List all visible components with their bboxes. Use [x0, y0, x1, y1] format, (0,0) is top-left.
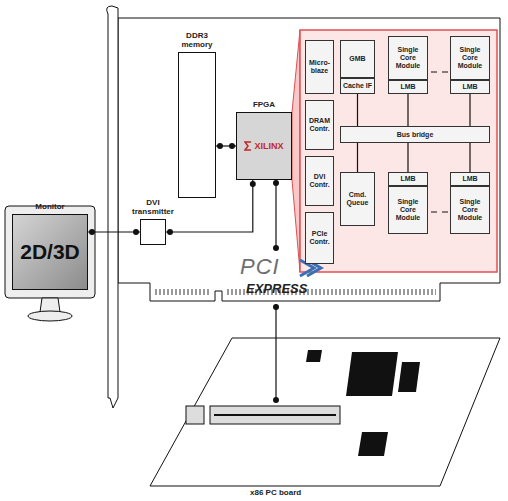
dvi-transmitter: DVI transmitter — [140, 219, 166, 245]
connector — [469, 143, 470, 172]
bus-bridge: Bus bridge — [340, 126, 490, 143]
controller-block: Micro-blaze — [305, 40, 334, 94]
node-label: DRAM Contr. — [307, 117, 332, 132]
board-slot — [186, 406, 204, 424]
bus-block: LMB — [388, 80, 428, 94]
controller-block: PCIe Contr. — [305, 212, 334, 264]
node-label: GMB — [349, 55, 365, 63]
bus-block: LMB — [450, 172, 490, 186]
node-label: LMB — [462, 83, 477, 91]
node-label: LMB — [462, 175, 477, 183]
node-heading: DDR3 memory — [177, 31, 217, 49]
node-label: Single Core Module — [452, 198, 488, 221]
node-label: LMB — [400, 175, 415, 183]
node-label: Micro-blaze — [307, 59, 332, 74]
core-module: Single Core Module — [450, 36, 490, 80]
connector — [469, 94, 470, 126]
controller-block: DVI Contr. — [305, 156, 334, 206]
memory-module: DDR3 memory — [178, 52, 216, 198]
board-label: x86 PC board — [250, 488, 301, 497]
chip — [346, 352, 398, 396]
link-dot — [273, 180, 279, 186]
core-module: Single Core Module — [388, 186, 428, 234]
link-dot — [273, 304, 279, 310]
node-label: DVI Contr. — [307, 173, 332, 188]
node-label: Single Core Module — [452, 46, 488, 69]
pci-logo-text: EXPRESS — [246, 281, 307, 296]
connector-dot — [250, 181, 256, 187]
node-heading: FPGA — [253, 100, 275, 109]
xilinx-symbol — [244, 141, 252, 151]
connector — [407, 94, 408, 126]
connector — [357, 94, 358, 126]
pcie-link — [275, 304, 276, 402]
node-label: LMB — [400, 83, 415, 91]
core-module: Single Core Module — [450, 186, 490, 234]
monitor-stand — [40, 298, 60, 312]
link-dot — [273, 245, 279, 251]
chip — [398, 362, 420, 392]
connector-dot — [229, 143, 235, 149]
connector-dot — [133, 229, 139, 235]
queue-block: Cmd. Queue — [340, 172, 375, 226]
monitor-base — [28, 311, 72, 321]
bus-block: LMB — [450, 80, 490, 94]
pcie-link — [275, 180, 276, 250]
link-dot — [273, 397, 279, 403]
chip — [358, 432, 388, 456]
connector — [407, 143, 408, 172]
node-label: Single Core Module — [390, 46, 426, 69]
connector-dot — [89, 229, 95, 235]
connector-dot — [167, 229, 173, 235]
pci-logo-text: PCI — [240, 254, 280, 280]
pc-board — [150, 338, 500, 486]
fpga-chip: XILINXFPGA — [236, 112, 292, 180]
node-label: Cmd. Queue — [342, 191, 373, 206]
pcie-card — [118, 18, 500, 301]
interface-block: Cache IF — [340, 78, 375, 94]
connector — [88, 231, 140, 232]
connector-dot — [217, 143, 223, 149]
zoom-wedge — [292, 30, 300, 272]
node-label: XILINX — [254, 141, 283, 151]
node-label: Single Core Module — [390, 198, 426, 221]
bus-block: LMB — [388, 172, 428, 186]
monitor-screen: 2D/3DMonitor — [12, 214, 88, 290]
connector — [357, 143, 358, 172]
card-bracket — [107, 6, 118, 408]
slot-line — [214, 414, 336, 416]
node-label: Bus bridge — [397, 131, 434, 139]
node-label: 2D/3D — [20, 240, 80, 264]
memory-block: GMB — [340, 40, 375, 78]
core-module: Single Core Module — [388, 36, 428, 80]
chip — [306, 350, 322, 362]
node-heading: DVI transmitter — [129, 198, 177, 216]
node-heading: Monitor — [35, 202, 64, 211]
node-label: Cache IF — [343, 82, 372, 90]
node-label: PCIe Contr. — [307, 230, 332, 245]
monitor-frame — [5, 206, 95, 298]
board-slot — [210, 406, 340, 424]
controller-block: DRAM Contr. — [305, 100, 334, 150]
fpga-detail-panel — [300, 30, 497, 272]
